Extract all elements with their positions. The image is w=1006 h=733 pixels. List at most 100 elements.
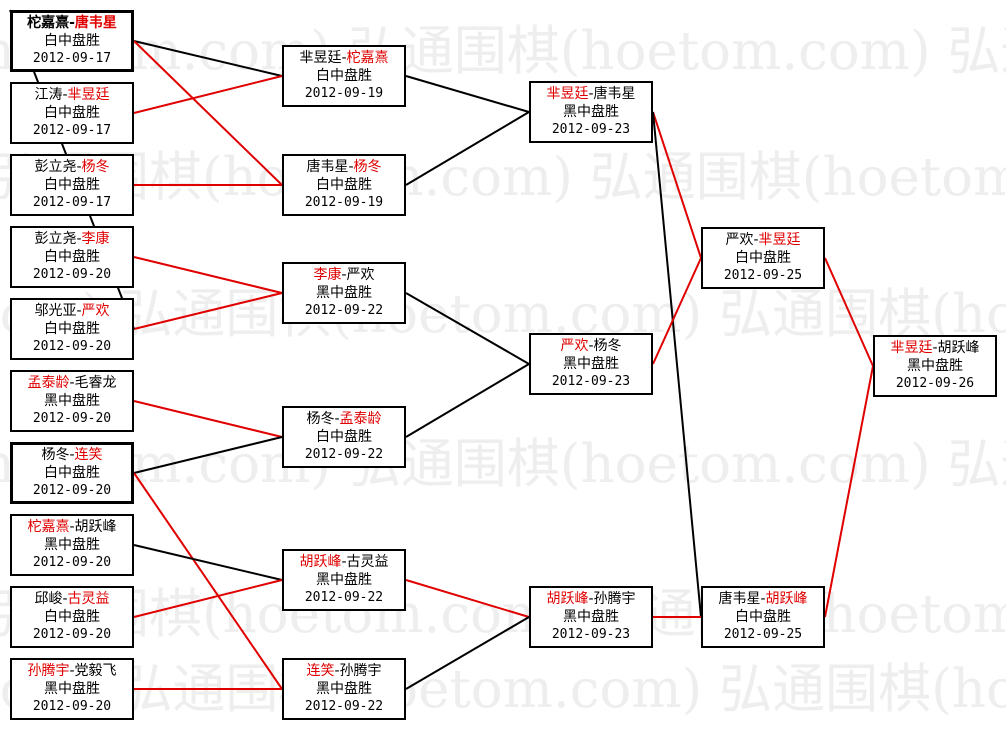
match-players: 邱峻-古灵益	[12, 590, 132, 608]
match-date: 2012-09-23	[551, 374, 631, 389]
player-name: 严欢	[81, 303, 110, 319]
match-date: 2012-09-22	[304, 590, 384, 605]
player-name: 芈昱廷	[758, 232, 801, 248]
match-result: 白中盘胜	[44, 321, 100, 337]
separator: -	[753, 232, 759, 248]
match-date: 2012-09-23	[551, 627, 631, 642]
match-result: 黑中盘胜	[907, 358, 963, 374]
match-box: 连笑-孙腾宇黑中盘胜 2012-09-22	[282, 658, 406, 720]
separator: -	[760, 591, 766, 607]
match-players: 连笑-孙腾宇	[284, 662, 404, 680]
separator: -	[341, 554, 347, 570]
bracket-line	[824, 257, 874, 367]
player-name: 孙腾宇	[27, 663, 70, 679]
player-name: 唐韦星	[718, 591, 761, 607]
match-players: 唐韦星-杨冬	[284, 158, 404, 176]
bracket-line	[405, 363, 530, 438]
match-date: 2012-09-20	[32, 699, 112, 714]
player-name: 芈昱廷	[299, 50, 342, 66]
match-result: 白中盘胜	[44, 249, 100, 265]
match-date: 2012-09-20	[32, 483, 112, 498]
bracket-line	[133, 40, 283, 77]
bracket-line	[824, 365, 874, 618]
match-result: 白中盘胜	[316, 68, 372, 84]
match-players: 严欢-杨冬	[531, 337, 651, 355]
match-players: 胡跃峰-古灵益	[284, 553, 404, 571]
separator: -	[76, 231, 82, 247]
match-players: 柁嘉熹-唐韦星	[13, 14, 131, 32]
player-name: 邬光亚	[34, 303, 77, 319]
separator: -	[69, 375, 75, 391]
player-name: 严欢	[346, 267, 375, 283]
match-date: 2012-09-26	[895, 376, 975, 391]
match-date: 2012-09-17	[32, 51, 112, 66]
bracket-line	[652, 111, 702, 259]
match-date: 2012-09-25	[723, 627, 803, 642]
match-date: 2012-09-20	[32, 339, 112, 354]
bracket-line	[133, 400, 283, 438]
separator: -	[69, 15, 75, 31]
match-players: 胡跃峰-孙腾宇	[531, 590, 651, 608]
match-result: 黑中盘胜	[44, 537, 100, 553]
match-date: 2012-09-23	[551, 122, 631, 137]
bracket-line	[405, 75, 530, 113]
match-result: 白中盘胜	[316, 177, 372, 193]
match-result: 黑中盘胜	[316, 681, 372, 697]
player-name: 古灵益	[67, 591, 110, 607]
match-date: 2012-09-20	[32, 627, 112, 642]
match-players: 邬光亚-严欢	[12, 302, 132, 320]
match-players: 柁嘉熹-胡跃峰	[12, 518, 132, 536]
bracket-line	[133, 40, 283, 186]
watermark-line: (hoetom.com) 弘通围棋(hoetom.com) 弘通围棋(ho	[0, 21, 1006, 82]
bracket-line	[405, 292, 530, 365]
match-date: 2012-09-22	[304, 303, 384, 318]
player-name: 唐韦星	[306, 159, 349, 175]
match-result: 黑中盘胜	[316, 572, 372, 588]
player-name: 柁嘉熹	[27, 519, 70, 535]
player-name: 胡跃峰	[74, 519, 117, 535]
player-name: 杨冬	[353, 159, 382, 175]
match-players: 杨冬-连笑	[13, 446, 131, 464]
match-date: 2012-09-25	[723, 268, 803, 283]
bracket-line	[405, 616, 530, 690]
separator: -	[76, 303, 82, 319]
match-box: 胡跃峰-古灵益黑中盘胜 2012-09-22	[282, 549, 406, 611]
match-result: 白中盘胜	[44, 105, 100, 121]
match-result: 白中盘胜	[44, 609, 100, 625]
separator: -	[69, 519, 75, 535]
player-name: 柁嘉熹	[346, 50, 389, 66]
player-name: 严欢	[725, 232, 754, 248]
separator: -	[62, 591, 68, 607]
match-players: 孙腾宇-党毅飞	[12, 662, 132, 680]
watermark-line: 弘通围棋(hoetom.com) 弘通围棋(hoetom.com) 弘通围	[0, 147, 1006, 208]
bracket-line	[133, 472, 283, 690]
match-date: 2012-09-22	[304, 699, 384, 714]
player-name: 孟泰龄	[27, 375, 70, 391]
player-name: 杨冬	[41, 447, 70, 463]
match-result: 白中盘胜	[44, 465, 100, 481]
bracket-line	[133, 544, 283, 581]
player-name: 孟泰龄	[339, 411, 382, 427]
watermark-line: com) 弘通围棋(hoetom.com) 弘通围棋(hoetom.com)	[0, 284, 1006, 345]
separator: -	[69, 663, 75, 679]
match-result: 黑中盘胜	[44, 681, 100, 697]
player-name: 毛睿龙	[74, 375, 117, 391]
player-name: 孙腾宇	[339, 663, 382, 679]
player-name: 胡跃峰	[937, 340, 980, 356]
match-result: 黑中盘胜	[44, 393, 100, 409]
bracket-line	[133, 579, 283, 618]
separator: -	[588, 86, 594, 102]
player-name: 芈昱廷	[67, 87, 110, 103]
bracket-line	[133, 292, 283, 330]
